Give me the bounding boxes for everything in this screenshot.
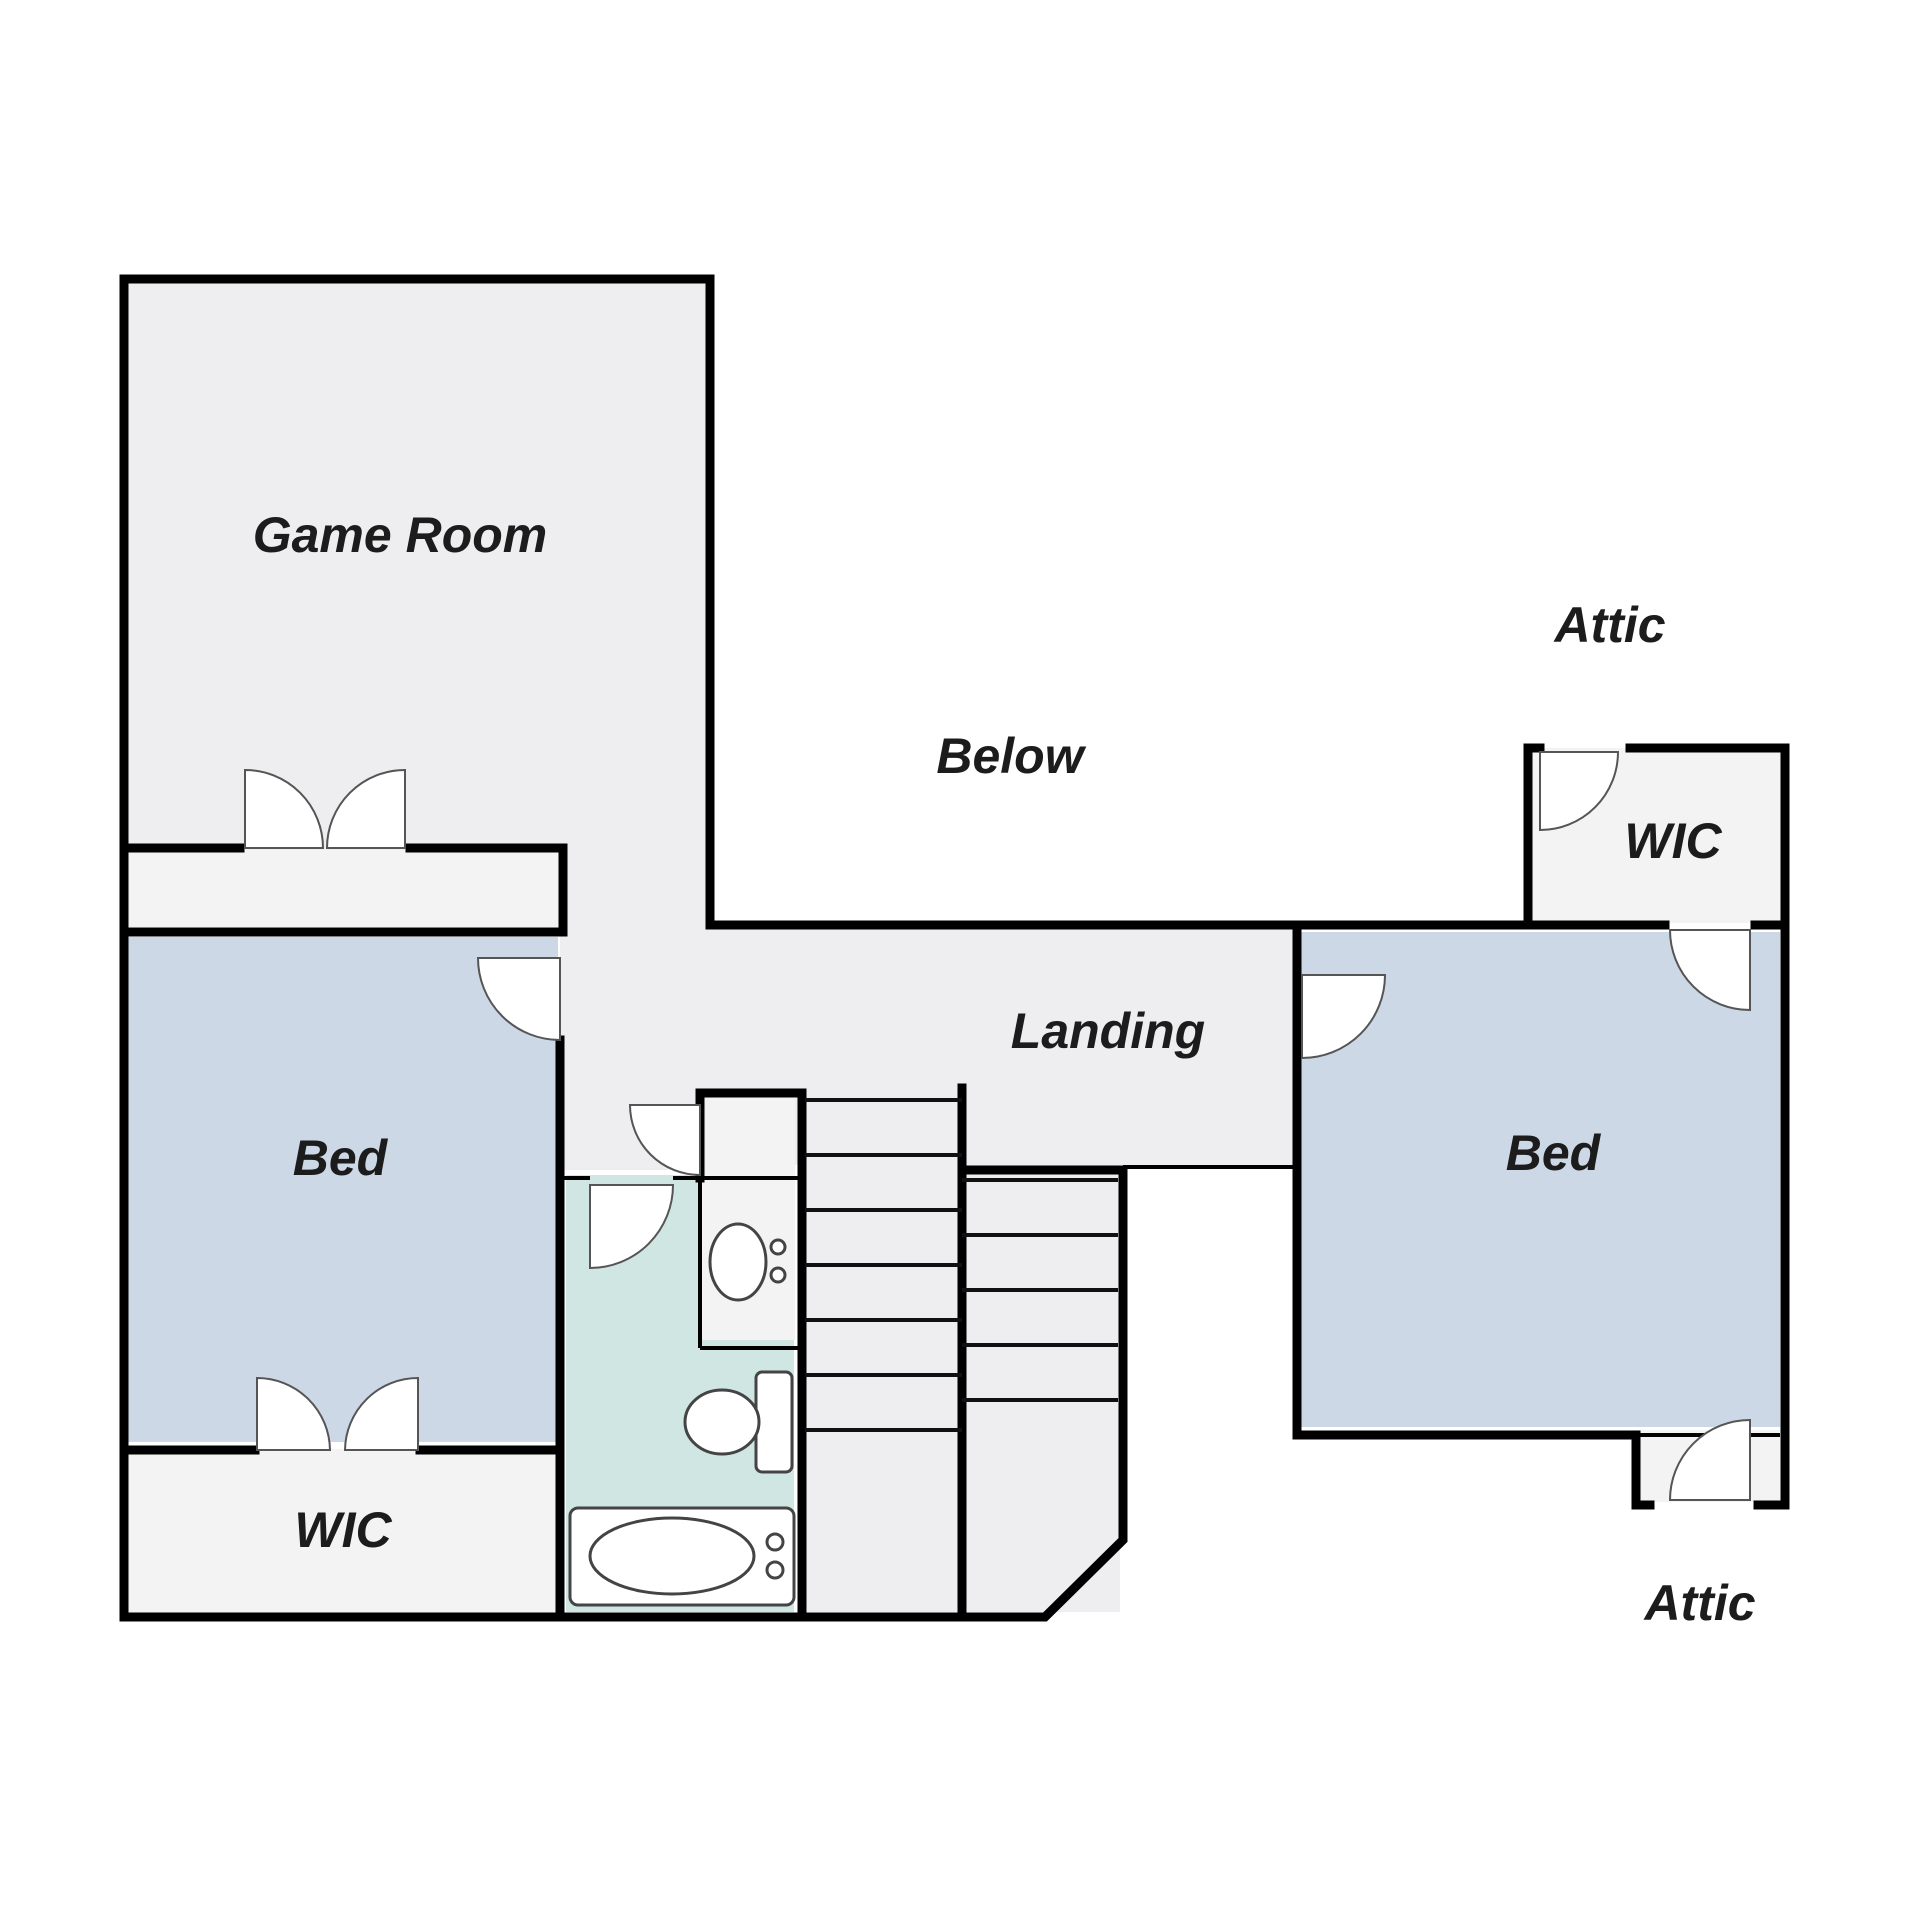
tub-tap-icon: [765, 1532, 785, 1552]
door-wic-left-b: [343, 1376, 419, 1451]
doors: [244, 751, 1751, 1501]
tub-tap-icon: [765, 1560, 785, 1580]
label-game-room: Game Room: [253, 507, 548, 563]
toilet-bowl-icon: [683, 1388, 761, 1456]
label-attic-top: Attic: [1552, 597, 1665, 653]
door-hall: [628, 1104, 701, 1177]
label-attic-bottom: Attic: [1642, 1575, 1755, 1631]
hall-closet-area: [128, 850, 560, 927]
door-wic-left-a: [256, 1376, 332, 1451]
wic-left-area: [128, 1449, 558, 1614]
door-wic-right: [1539, 751, 1620, 832]
sink-tap-icon: [769, 1238, 787, 1256]
label-bed-right: Bed: [1506, 1125, 1602, 1181]
labels: Game Room Below Attic WIC Landing Bed Be…: [253, 507, 1756, 1631]
label-landing: Landing: [1011, 1003, 1205, 1059]
door-game-room-left: [244, 768, 325, 849]
door-bed-right: [1301, 974, 1387, 1060]
label-below: Below: [936, 728, 1086, 784]
door-closet-right: [1668, 1418, 1751, 1501]
bathtub-basin-icon: [588, 1516, 756, 1596]
toilet-tank-icon: [754, 1370, 794, 1474]
sink-tap-icon: [769, 1266, 787, 1284]
sink-icon: [708, 1222, 768, 1302]
label-bed-left: Bed: [293, 1130, 389, 1186]
fixtures: [568, 1222, 796, 1607]
game-room-area: [128, 283, 710, 850]
vanity-area: [700, 1095, 795, 1340]
bed-left-area: [128, 937, 558, 1442]
door-game-room-right: [325, 768, 406, 849]
label-wic-right: WIC: [1624, 813, 1722, 869]
walls: [119, 274, 1790, 1622]
stairs: [805, 1098, 1118, 1432]
door-wic-right-b: [1668, 929, 1751, 1012]
label-wic-left: WIC: [294, 1502, 392, 1558]
door-bed-left: [476, 957, 561, 1042]
door-bath: [589, 1184, 675, 1270]
